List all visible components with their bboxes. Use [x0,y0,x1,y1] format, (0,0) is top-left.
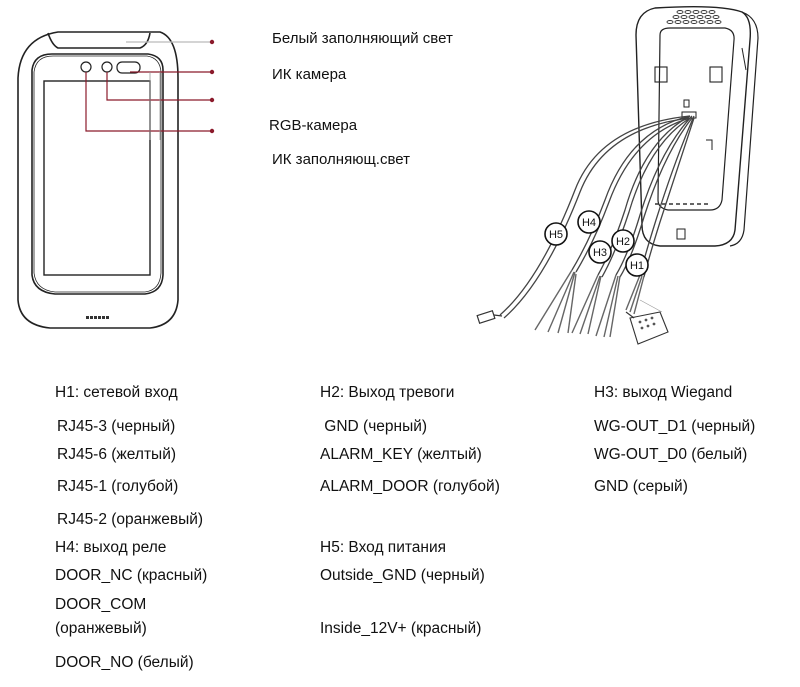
leader-dot [209,69,215,75]
h3-pin: WG-OUT_D1 (черный) [594,418,756,435]
leader-dot [209,39,215,45]
cable-h4 [571,115,691,271]
speaker-grille [86,316,109,319]
callout-ir-camera: ИК камера [272,66,347,83]
h5-title: H5: Вход питания [320,539,447,556]
ir-fill-light-window [116,61,141,74]
harness-label-circle-h1 [625,253,649,277]
harness-label-h3: H3 [593,247,607,259]
leader-dot [209,97,215,103]
callout-white-fill-light: Белый заполняющий свет [272,30,453,47]
h1-pin: RJ45-1 (голубой) [57,478,179,495]
h4-pin: DOOR_NC (красный) [55,567,208,584]
h2-pin: ALARM_DOOR (голубой) [320,478,500,495]
rj45-connector [625,299,669,345]
harness-label-h1: H1 [630,260,644,272]
ir-camera-lens [101,61,113,73]
rj45-pins [638,316,656,330]
h3-pin: GND (серый) [594,478,688,495]
h3-title: H3: выход Wiegand [594,384,733,401]
h4-pin: DOOR_NO (белый) [55,654,194,671]
callout-leaders [85,41,212,140]
callout-ir-fill-light: ИК заполняющ.свет [272,151,410,168]
front-outer-shell [17,31,179,329]
front-inner-bezel [31,53,164,295]
h4-title: H4: выход реле [55,539,167,556]
callout-rgb-camera: RGB-камера [269,117,358,134]
leader-dot [209,128,215,134]
harness-label-circle-h4 [577,210,601,234]
h2-title: H2: Выход тревоги [320,384,455,401]
h3-pin: WG-OUT_D0 (белый) [594,446,748,463]
loose-wires [534,269,645,338]
harness-label-h4: H4 [582,217,596,229]
harness-label-circle-h3 [588,240,612,264]
harness-label-h5: H5 [549,229,563,241]
h4-pin: (оранжевый) [55,620,147,637]
device-back-drawing [635,5,759,247]
h1-pin: RJ45-2 (оранжевый) [57,511,204,528]
harness-label-circle-h2 [611,229,635,253]
h4-pin: DOOR_COM [55,596,147,613]
h1-title: H1: сетевой вход [55,384,178,401]
h1-pin: RJ45-3 (черный) [57,418,176,435]
harness-label-h2: H2 [616,236,630,248]
cable-h1 [639,115,695,276]
harness-label-circle-h5 [544,222,568,246]
front-screen [43,80,151,276]
fill-light-bar [47,32,151,49]
back-vent-holes [666,10,722,24]
cable-h5 [499,115,691,316]
cable-h2 [615,115,693,276]
h5-pin: Outside_GND (черный) [320,567,485,584]
h1-pin: RJ45-6 (желтый) [57,446,177,463]
h2-pin: ALARM_KEY (желтый) [320,446,482,463]
rgb-camera-lens [80,61,92,73]
h2-pin: GND (черный) [320,418,428,435]
h5-pin: Inside_12V+ (красный) [320,620,482,637]
power-plug [476,309,503,325]
